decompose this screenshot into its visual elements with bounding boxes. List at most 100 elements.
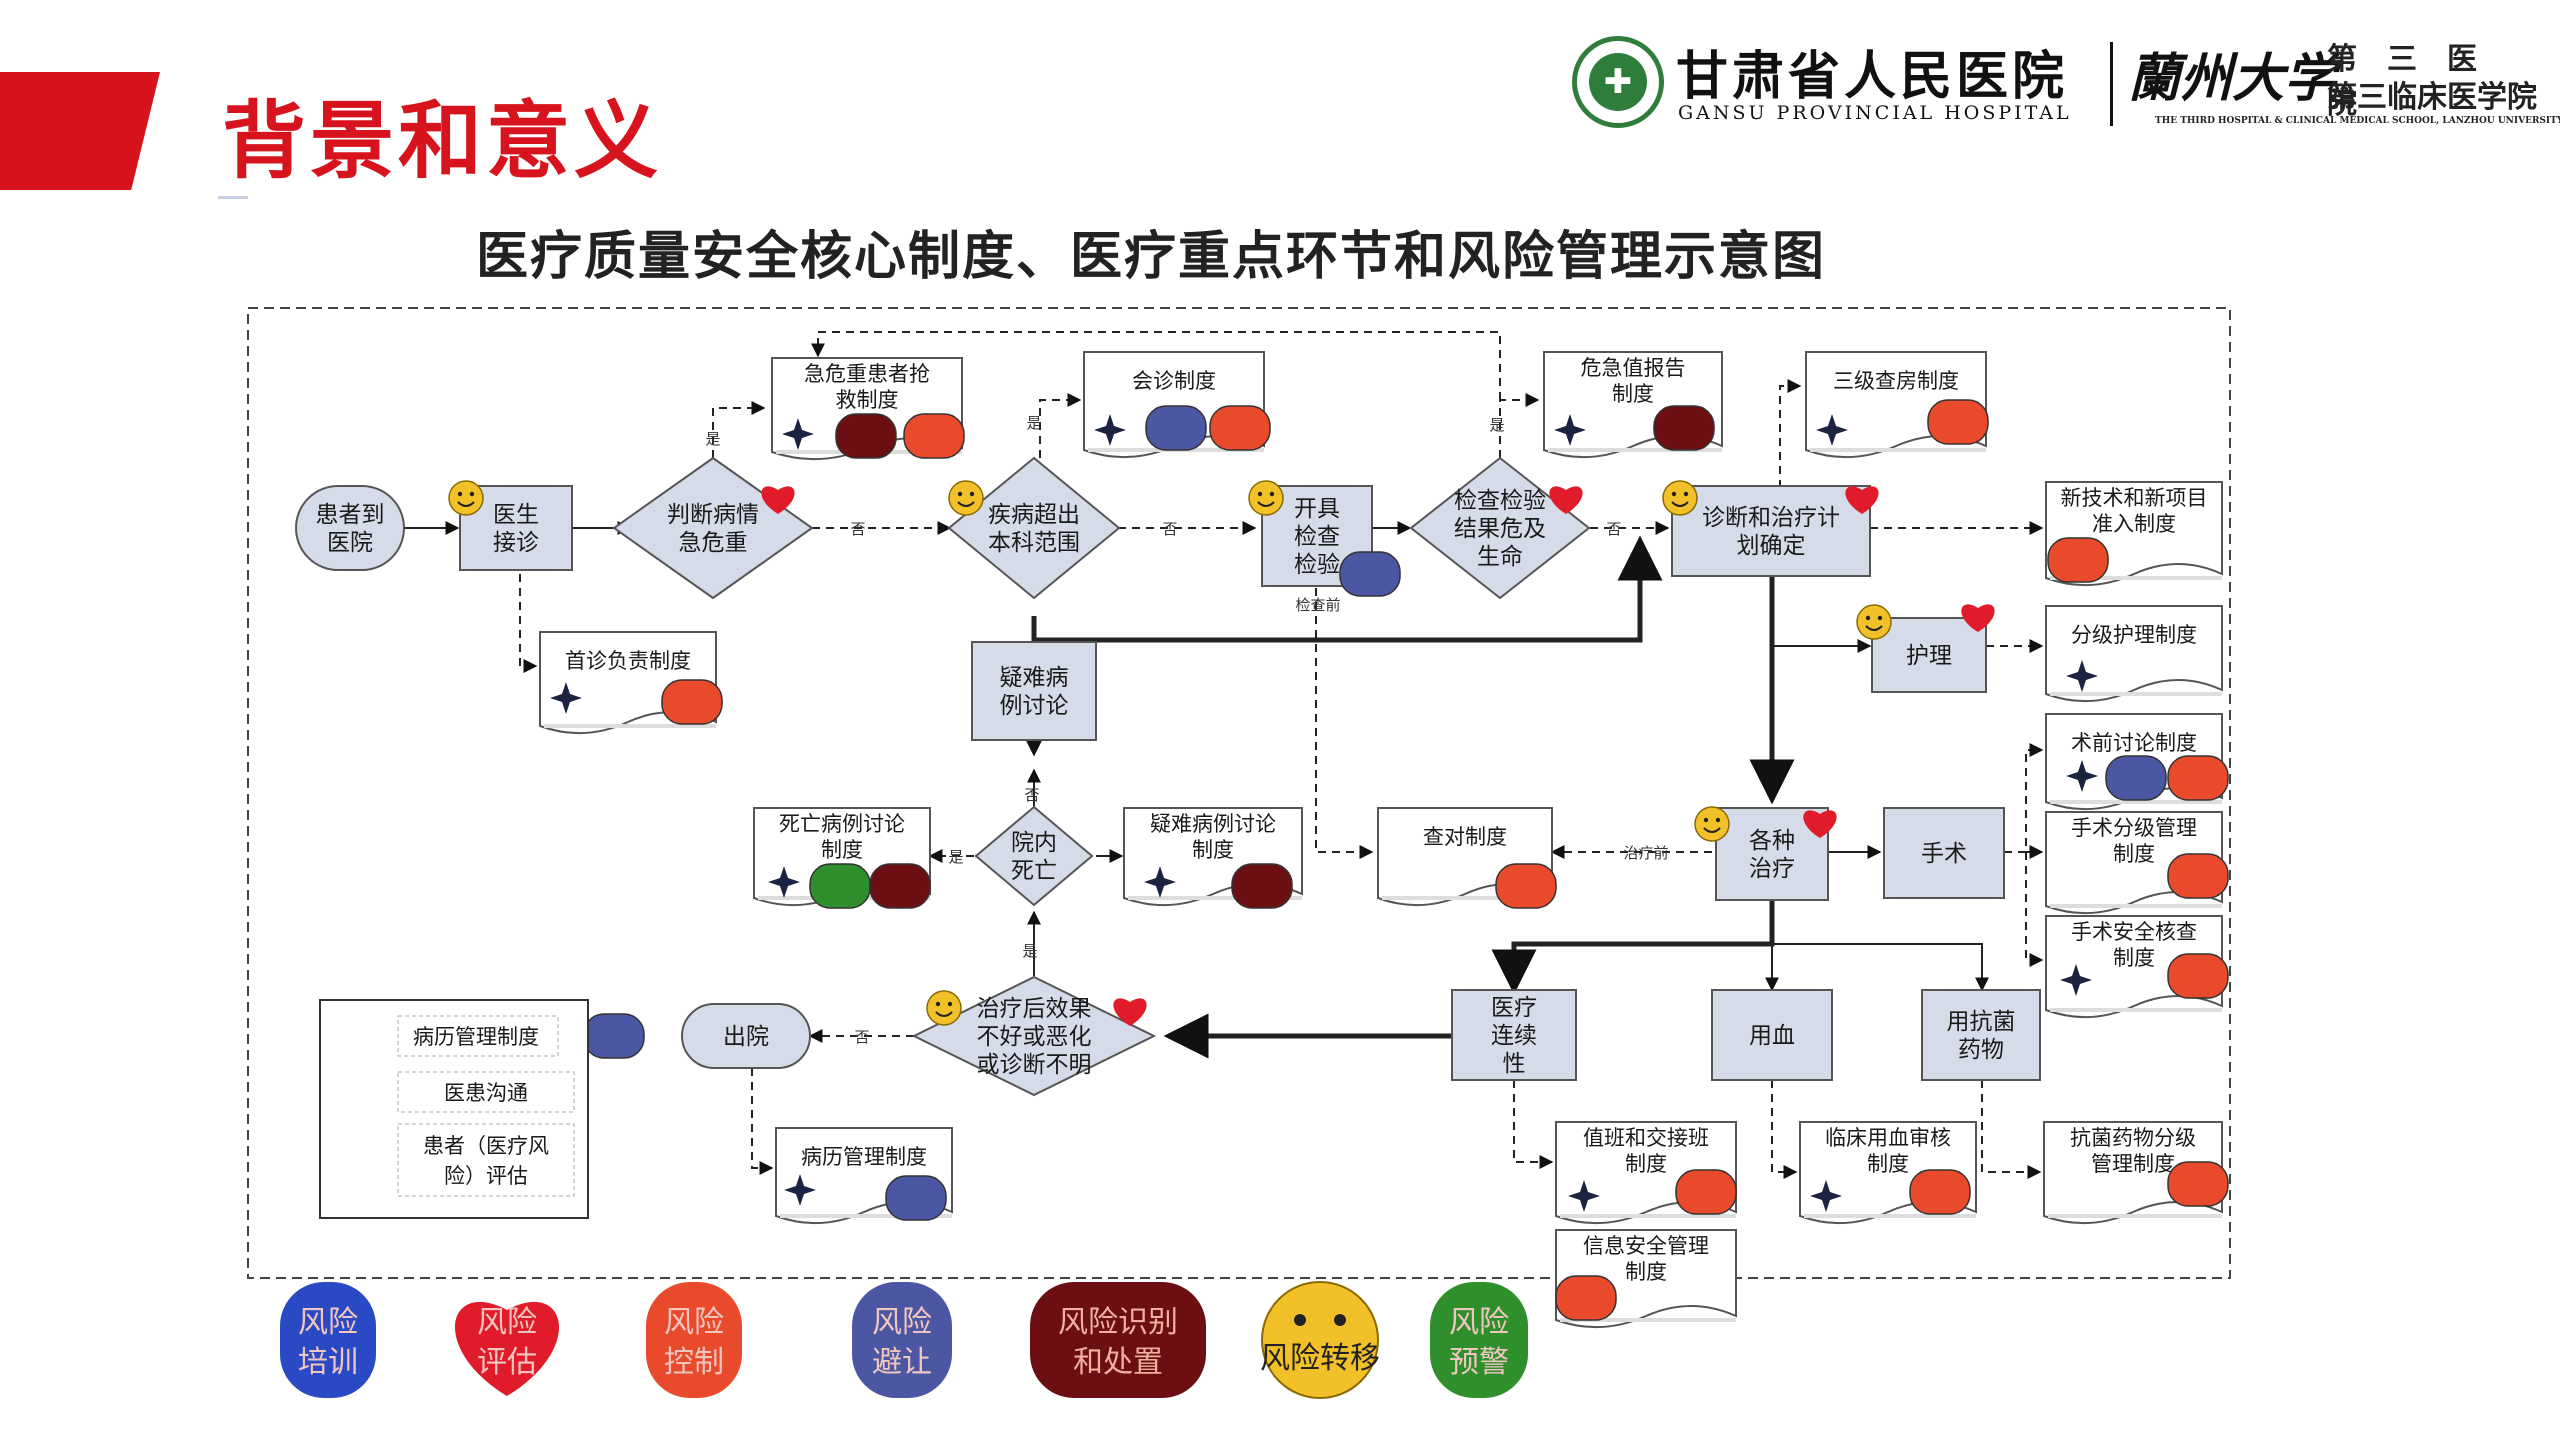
node-discharge-box bbox=[681, 1003, 811, 1069]
smiley-face bbox=[926, 990, 962, 1026]
edge-label-yes: 是 bbox=[1489, 416, 1504, 434]
node-treatment-outcome-label-line: 或诊断不明 bbox=[977, 1052, 1092, 1078]
doc-surgical-safety-label-line: 制度 bbox=[2113, 946, 2155, 970]
node-patient-arrival-label-line: 医院 bbox=[327, 530, 373, 556]
doctor-visit-smiley-icon bbox=[448, 480, 484, 516]
doc-antibiotic-grading-label-line: 抗菌药物分级 bbox=[2070, 1126, 2196, 1150]
edge-label-yes: 是 bbox=[705, 430, 720, 448]
critical-value-identify-pill bbox=[1653, 405, 1715, 451]
shift-control-pill bbox=[1675, 1169, 1737, 1215]
smiley-eye bbox=[957, 491, 963, 497]
doc-medical-record-label-line: 病历管理制度 bbox=[801, 1145, 927, 1169]
dashed-link bbox=[1779, 379, 1802, 488]
dashed-link bbox=[1772, 943, 1989, 992]
preop-star-icon bbox=[2066, 760, 2098, 792]
difficult-case-star-icon bbox=[1144, 866, 1176, 898]
check-system-control-pill bbox=[1495, 863, 1557, 909]
doc-antibiotic-grading-label-line: 管理制度 bbox=[2091, 1152, 2175, 1176]
smiley-eye bbox=[1671, 491, 1677, 497]
node-diagnosis-plan-box bbox=[1671, 485, 1871, 577]
difficult-case-identify-pill bbox=[1231, 863, 1293, 909]
smiley-face bbox=[948, 480, 984, 516]
dashed-link bbox=[1981, 1080, 2042, 1179]
doc-three-level-rounds-label: 三级查房制度 bbox=[1833, 369, 1959, 393]
diagram-border bbox=[247, 307, 2231, 1279]
new-tech-control-pill bbox=[2047, 537, 2109, 583]
edge-label-no: 否 bbox=[854, 1028, 869, 1046]
info-security-control-pill bbox=[1555, 1275, 1617, 1321]
doc-difficult-case-system-shadow bbox=[1128, 896, 1302, 900]
node-difficult-case-box bbox=[971, 641, 1097, 741]
node-test-results-critical-label-line: 检查检验 bbox=[1454, 488, 1546, 514]
node-discharge-label: 出院 bbox=[723, 1024, 769, 1050]
legend-risk-assessment-line: 患者（医疗风 bbox=[423, 1134, 549, 1158]
edge-label-no: 否 bbox=[1162, 520, 1177, 538]
smiley-eye bbox=[947, 1001, 953, 1007]
node-continuity-label-line: 连续 bbox=[1491, 1023, 1537, 1049]
hospital-logo: ✚ 甘肃省人民医院 GANSU PROVINCIAL HOSPITAL 蘭州大学… bbox=[1572, 30, 2560, 138]
smiley-eye bbox=[1877, 615, 1883, 621]
edge-label-no: 否 bbox=[1024, 786, 1039, 804]
risk-legend-label: 和处置 bbox=[1073, 1345, 1163, 1380]
smiley-face bbox=[1856, 604, 1892, 640]
node-treatment-outcome-label-line: 治疗后效果 bbox=[977, 996, 1092, 1022]
edge-label-yes: 是 bbox=[1022, 942, 1037, 960]
edge-label-no: 否 bbox=[1606, 520, 1621, 538]
doc-death-case-label-line: 制度 bbox=[821, 838, 863, 862]
legend-communication: 医患沟通 bbox=[444, 1081, 528, 1105]
risk-legend-label: 培训 bbox=[298, 1345, 358, 1380]
doc-check-system-label-line: 查对制度 bbox=[1423, 825, 1507, 849]
doc-first-diagnosis-shadow bbox=[544, 724, 716, 728]
emergency-star-icon bbox=[782, 418, 814, 450]
legend-avoid-pill bbox=[583, 1013, 645, 1059]
doc-new-tech-label-line: 新技术和新项目 bbox=[2061, 486, 2208, 510]
edge-label-yes: 是 bbox=[948, 848, 963, 866]
risk-legend-label: 风险 bbox=[664, 1305, 724, 1340]
legend-risk-frame bbox=[397, 1123, 575, 1197]
dashed-link bbox=[1771, 1080, 1798, 1179]
node-treatment-outcome-label-line: 不好或恶化 bbox=[977, 1024, 1092, 1050]
treatment-smiley-icon bbox=[1694, 806, 1730, 842]
smiley-mouth bbox=[957, 501, 975, 507]
risk-legend-label: 控制 bbox=[664, 1345, 724, 1380]
medical-record-star-icon bbox=[784, 1174, 816, 1206]
smiley-mouth bbox=[1671, 501, 1689, 507]
node-continuity-box bbox=[1451, 989, 1577, 1081]
risk-legend-label: 风险 bbox=[872, 1305, 932, 1340]
main-flow-arrow bbox=[1031, 560, 1643, 643]
rounds-control-pill bbox=[1927, 399, 1989, 445]
doc-surgical-grading-label-line: 手术分级管理 bbox=[2071, 816, 2197, 840]
critical-value-star-icon bbox=[1554, 414, 1586, 446]
edge-label-before-test: 检查前 bbox=[1295, 596, 1340, 614]
smiley-face bbox=[1248, 480, 1284, 516]
risk-legend-label: 风险转移 bbox=[1260, 1341, 1380, 1376]
risk-legend-label: 风险 bbox=[298, 1305, 358, 1340]
doc-preop-discussion-label-line: 术前讨论制度 bbox=[2071, 731, 2197, 755]
emergency-control-pill bbox=[903, 413, 965, 459]
legend-risk-assessment-line: 险）评估 bbox=[444, 1164, 528, 1188]
doc-surgical-safety-label-line: 手术安全核查 bbox=[2071, 920, 2197, 944]
title-underline bbox=[218, 196, 248, 199]
antibiotic-control-pill bbox=[2167, 1161, 2229, 1207]
node-difficult-case-label: 疑难病例讨论 bbox=[1000, 665, 1069, 719]
blood-review-star-icon bbox=[1810, 1180, 1842, 1212]
doc-info-security-shadow bbox=[1560, 1318, 1736, 1322]
risk-legend-label: 评估 bbox=[477, 1345, 537, 1380]
doc-critical-value-label-line: 制度 bbox=[1612, 382, 1654, 406]
medical-record-avoid-pill bbox=[885, 1175, 947, 1221]
doc-medical-record-shadow bbox=[780, 1214, 952, 1218]
node-order-tests-label-line: 检查 bbox=[1294, 524, 1340, 550]
smiley-eye bbox=[935, 1001, 941, 1007]
